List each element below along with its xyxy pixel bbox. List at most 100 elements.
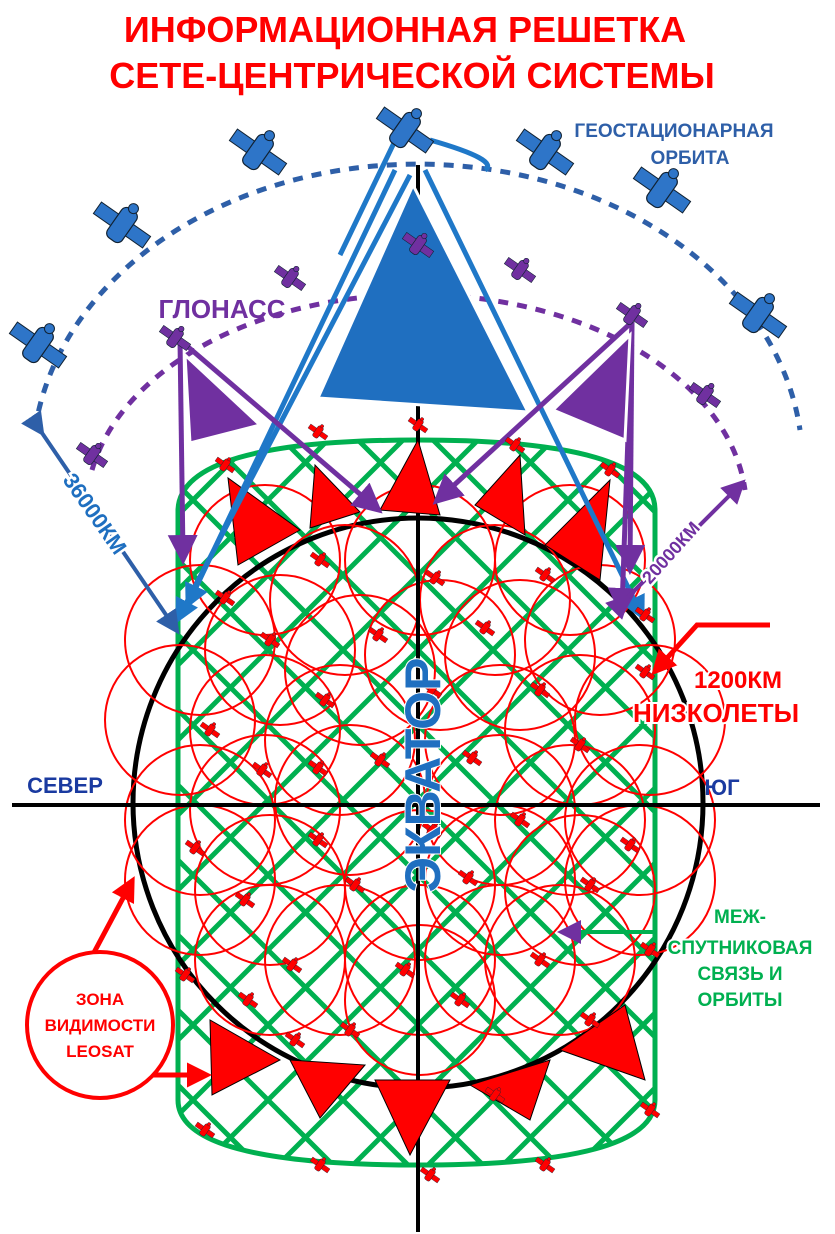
leo-pointer-arrow [651, 622, 770, 676]
glonass-satellite-icon [503, 256, 537, 284]
zone-label-1: ЗОНА [76, 990, 124, 1009]
leo-satellite-icon [461, 749, 483, 767]
coverage-triangle [227, 476, 301, 566]
satellite-antenna [517, 437, 521, 442]
satellite-antenna [437, 570, 441, 575]
satellite-antenna [320, 424, 324, 429]
leo-satellite-icon [569, 736, 591, 754]
leo-satellite-icon [214, 589, 236, 607]
satellite-antenna [763, 293, 775, 305]
satellite-antenna [247, 892, 251, 897]
satellite-antenna [542, 682, 546, 687]
leo-altitude-label: 1200КМ [694, 667, 782, 694]
satellite-antenna [357, 877, 361, 882]
satellite-antenna [382, 752, 386, 757]
satellite-antenna [652, 1102, 656, 1107]
leo-satellite-icon [309, 551, 331, 569]
satellite-antenna [421, 232, 428, 240]
coverage-triangle [379, 438, 441, 516]
satellite-antenna [127, 203, 139, 215]
leo-satellite-icon [284, 1031, 306, 1049]
lattice-line [316, 440, 655, 1165]
south-label: ЮГ [704, 775, 740, 800]
visibility-zone-circle [484, 884, 636, 1036]
leo-satellite-icon [634, 663, 656, 681]
leo-satellite-icon [307, 423, 329, 441]
visibility-zone-circle [444, 579, 596, 731]
leo-satellite-icon [307, 831, 329, 849]
satellite-antenna [320, 832, 324, 837]
satellite-antenna [434, 682, 438, 687]
visibility-zone-circle [504, 814, 656, 966]
title-line-2: СЕТЕ-ЦЕНТРИЧЕСКОЙ СИСТЕМЫ [109, 54, 715, 96]
geo-satellite-icon [515, 128, 575, 176]
leo-satellite-icon [237, 991, 259, 1009]
lattice-line [693, 400, 835, 1200]
zone-pointer-arrow-top [87, 876, 135, 962]
leo-satellite-icon [534, 566, 556, 584]
satellite-antenna [635, 302, 642, 310]
satellite-antenna [293, 265, 300, 273]
zone-label-circle [25, 950, 175, 1100]
coverage-triangle [544, 478, 611, 581]
satellite-antenna [432, 1167, 436, 1172]
zone-label-2: ВИДИМОСТИ [45, 1016, 156, 1035]
satellite-antenna [708, 382, 715, 390]
leo-satellite-icon [307, 759, 329, 777]
visibility-zone-circle [424, 884, 576, 1036]
glonass-satellite-icon [615, 301, 649, 329]
satellite-antenna [43, 323, 55, 335]
satellite-antenna [407, 962, 411, 967]
geo-satellite-icon [8, 321, 68, 369]
leo-satellite-icon [199, 721, 221, 739]
geo-satellite-icon [728, 291, 788, 339]
satellite-antenna [327, 692, 331, 697]
satellite-antenna [612, 462, 616, 467]
leo-satellite-icon [619, 836, 641, 854]
glonass-satellite-icon [688, 381, 722, 409]
coverage-triangle [309, 463, 361, 529]
leo-satellite-icon [639, 941, 661, 959]
leo-name-label: НИЗКОЛЕТЫ [633, 698, 799, 728]
leo-satellite-icon [579, 876, 601, 894]
leo-satellite-icon [484, 1086, 506, 1104]
glonass-distance-arrow [605, 479, 746, 620]
satellite-antenna [320, 760, 324, 765]
lattice-line [178, 440, 655, 1165]
visibility-zone-circle [494, 744, 646, 896]
coverage-triangle [558, 1004, 646, 1081]
satellite-antenna [522, 812, 526, 817]
satellite-antenna [497, 1087, 501, 1092]
leo-satellite-icon [367, 626, 389, 644]
satellite-antenna [263, 130, 275, 142]
satellite-antenna [187, 967, 191, 972]
satellite-antenna [550, 130, 562, 142]
visibility-zone-circle [124, 744, 276, 896]
satellite-antenna [352, 1022, 356, 1027]
leo-satellite-icon [529, 951, 551, 969]
visibility-zone-circle [564, 744, 716, 896]
satellite-antenna [207, 1122, 211, 1127]
satellite-antenna [420, 417, 424, 422]
visibility-zone-circle [124, 564, 276, 716]
leo-satellite-icon [509, 811, 531, 829]
leo-satellite-icon [421, 821, 443, 839]
geo-satellite-icon [228, 128, 288, 176]
visibility-zone-circle [284, 594, 436, 746]
visibility-zone-circle [264, 884, 416, 1036]
isl-label-3: СВЯЗЬ И [697, 964, 782, 985]
geo-orbit-label-1: ГЕОСТАЦИОНАРНАЯ [574, 121, 773, 142]
geo-coverage-triangle [315, 181, 531, 414]
satellite-antenna [178, 325, 185, 333]
satellite-antenna [592, 1012, 596, 1017]
satellite-antenna [322, 1157, 326, 1162]
lattice-line [768, 400, 835, 1200]
leo-satellite-icon [369, 751, 391, 769]
lattice-line [466, 440, 655, 1165]
geostationary-orbit [32, 161, 803, 431]
leo-satellite-icon [194, 1121, 216, 1139]
leo-satellite-icon [184, 839, 206, 857]
satellite-antenna [547, 567, 551, 572]
geo-orbit-label-2: ОРБИТА [651, 148, 730, 169]
north-label: СЕВЕР [27, 773, 103, 798]
